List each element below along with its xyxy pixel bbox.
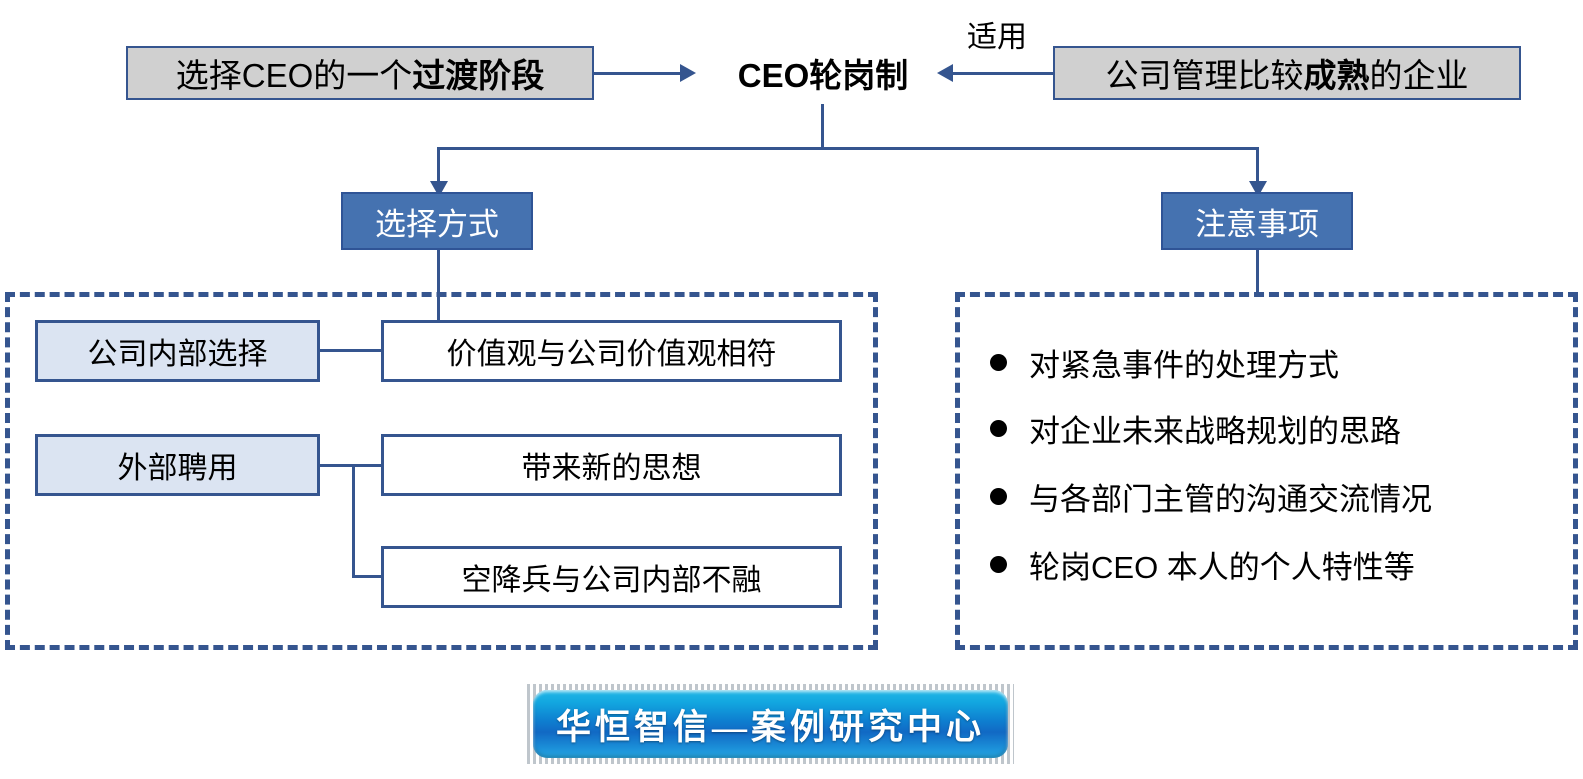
connector-center-stem [821,104,824,149]
connector-right-panel-stem [1256,250,1259,292]
node-values-match[interactable]: 价值观与公司价值观相符 [381,320,842,382]
bullet-dot-icon [990,353,1007,371]
footer-banner-label: 华恒智信—案例研究中心 [555,707,985,747]
page-title-ceo-rotation: CEO轮岗制 [737,57,909,94]
bullet-dot-icon [990,487,1007,505]
node-external-hiring[interactable]: 外部聘用 [35,434,320,496]
list-item[interactable]: 轮岗CEO 本人的个人特性等 [990,530,1560,598]
list-item-label: 与各部门主管的沟通交流情况 [1029,481,1432,517]
edge-label-applicable: 适用 [967,21,1027,54]
connector-branch-right-drop [1256,147,1259,185]
arrow-left-icon [937,64,953,82]
bullet-dot-icon [990,419,1007,437]
arrow-right-icon [680,64,696,82]
node-mature-company[interactable]: 公司管理比较成熟的企业 [1053,46,1521,100]
footer-banner-surface: 华恒智信—案例研究中心 [533,690,1008,758]
list-item[interactable]: 与各部门主管的沟通交流情况 [990,462,1560,530]
node-internal-selection[interactable]: 公司内部选择 [35,320,320,382]
list-item[interactable]: 对紧急事件的处理方式 [990,330,1560,394]
connector-external-drop [352,464,355,577]
precautions-bullet-list: 对紧急事件的处理方式 对企业未来战略规划的思路 与各部门主管的沟通交流情况 轮岗… [990,330,1560,620]
connector-branch-left-drop [437,147,440,185]
connector-right-to-center [953,72,1053,75]
node-outsider-mismatch[interactable]: 空降兵与公司内部不融 [381,546,842,608]
connector-internal-to-values [320,349,381,352]
node-transition-stage-bold: 过渡阶段 [412,57,545,94]
connector-external-to-mismatch [352,575,381,578]
node-precautions[interactable]: 注意事项 [1161,192,1353,250]
node-mature-company-bold: 成熟 [1303,57,1370,94]
node-mature-company-plain-1: 公司管理比较 [1105,57,1304,94]
node-selection-method[interactable]: 选择方式 [341,192,533,250]
list-item-label: 轮岗CEO 本人的个人特性等 [1029,549,1415,585]
node-transition-stage[interactable]: 选择CEO的一个过渡阶段 [126,46,594,100]
footer-banner[interactable]: 华恒智信—案例研究中心 [527,684,1014,764]
list-item-label: 对企业未来战略规划的思路 [1029,413,1401,449]
bullet-dot-icon [990,555,1007,573]
node-new-ideas[interactable]: 带来新的思想 [381,434,842,496]
panel-precautions [955,292,1578,650]
list-item-label: 对紧急事件的处理方式 [1029,347,1339,383]
node-transition-stage-plain: 选择CEO的一个 [175,57,413,94]
connector-left-to-center [594,72,680,75]
panel-selection-methods [5,292,878,650]
connector-branch-bar [437,147,1259,150]
connector-external-trunk [320,464,381,467]
list-item[interactable]: 对企业未来战略规划的思路 [990,394,1560,462]
node-mature-company-plain-2: 的企业 [1369,57,1469,94]
